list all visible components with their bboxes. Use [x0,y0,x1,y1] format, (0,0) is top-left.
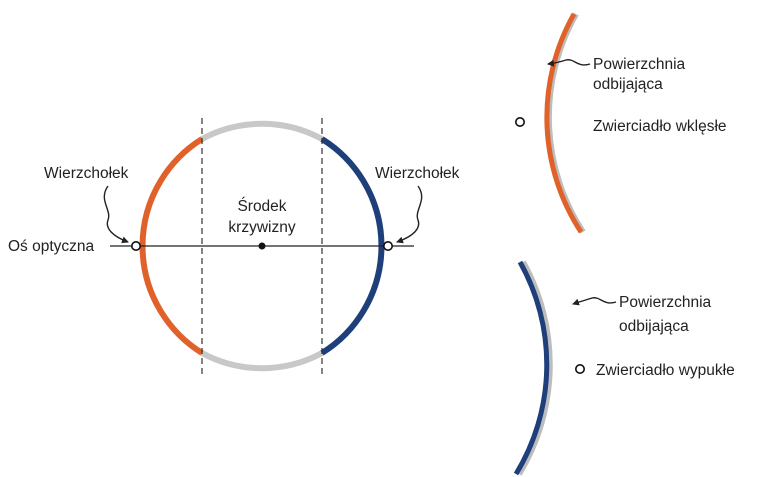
convex-surface [516,260,553,476]
convex-arc [513,260,550,476]
convex-vertex-point [574,363,585,374]
concave-vertex-point [514,117,525,128]
concave-mirror-label: Zwierciadło wklęsłe [593,118,727,135]
concave-surface-label-line1: Powierzchnia [593,56,686,73]
vertex-label-right: Wierzchołek [375,165,460,182]
concave-arc [544,12,584,234]
vertex-point-right [382,241,393,252]
convex-surface-label-line2: odbijająca [619,318,689,335]
vertex-label-left: Wierzchołek [44,165,129,182]
convex-mirror-label: Zwierciadło wypukłe [596,362,735,379]
concave-surface-arrow [547,59,591,67]
circle-top-arc [200,120,324,142]
main-circle-diagram: Wierzchołek Wierzchołek Oś optyczna Środ… [8,118,460,374]
vertex-left-arrow [103,185,129,244]
center-label-line2: krzywizny [228,219,295,236]
circle-bottom-arc [200,350,324,372]
concave-surface-label-line2: odbijająca [593,76,663,93]
vertex-right-arrow [396,185,423,244]
optical-axis-label: Oś optyczna [8,238,95,255]
concave-mirror: Powierzchnia odbijająca Zwierciadło wklę… [514,12,727,234]
convex-mirror: Powierzchnia odbijająca Zwierciadło wypu… [513,260,735,476]
center-label-line1: Środek [237,197,286,215]
convex-surface-label-line1: Powierzchnia [619,294,712,311]
center-of-curvature-point [258,242,266,250]
convex-surface-arrow [572,297,617,306]
vertex-point-left [131,241,142,252]
